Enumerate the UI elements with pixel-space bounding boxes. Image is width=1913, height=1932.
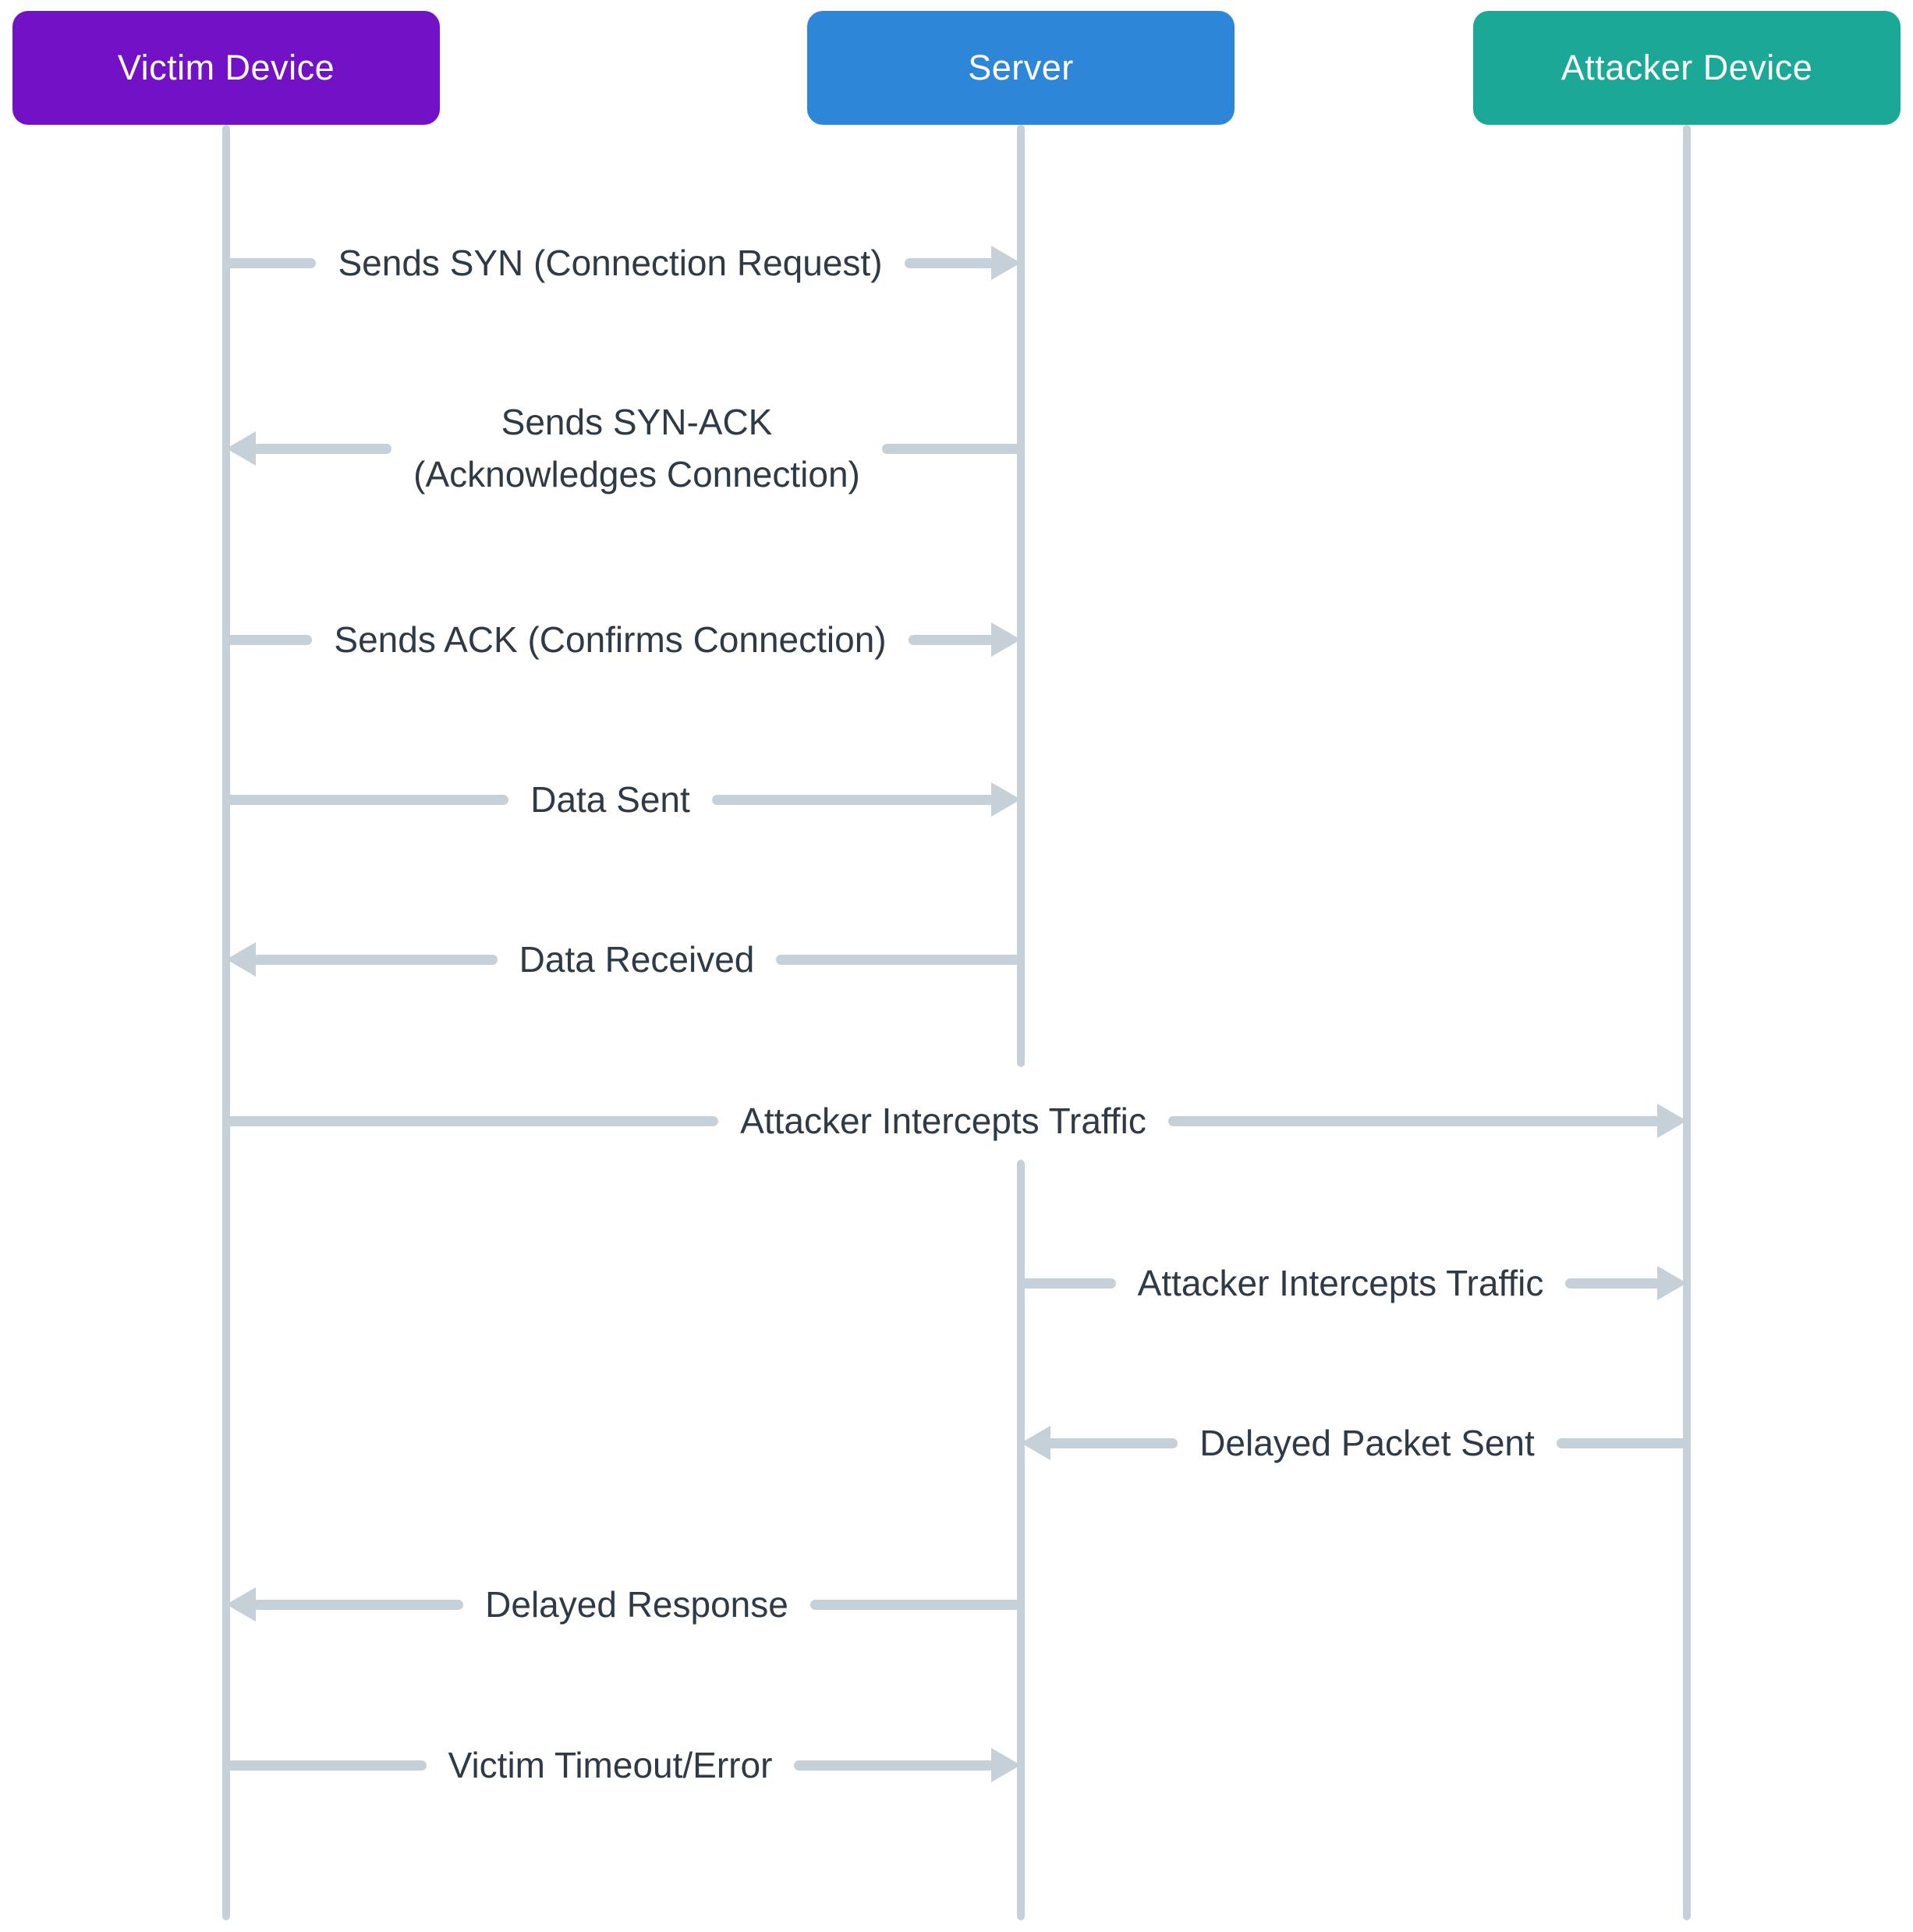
message-intercept-victim: Attacker Intercepts Traffic	[226, 1090, 1688, 1152]
arrowhead-right-icon	[1657, 1104, 1688, 1138]
message-label: Delayed Packet Sent	[1199, 1422, 1535, 1463]
message-label: Sends SYN-ACK (Acknowledges Connection)	[413, 396, 860, 500]
message-timeout-error: Victim Timeout/Error	[226, 1734, 1022, 1796]
actor-label: Victim Device	[117, 48, 335, 87]
message-intercept-server: Attacker Intercepts Traffic	[1021, 1252, 1688, 1314]
message-data-sent: Data Sent	[226, 768, 1022, 831]
arrowhead-right-icon	[1657, 1266, 1688, 1300]
message-syn: Sends SYN (Connection Request)	[226, 232, 1022, 294]
lifeline-server-upper	[1017, 125, 1025, 1067]
message-syn-ack: Sends SYN-ACK (Acknowledges Connection)	[226, 394, 1022, 503]
message-line	[809, 1599, 1021, 1610]
message-line	[226, 794, 509, 805]
arrowhead-right-icon	[991, 782, 1022, 817]
message-label: Sends SYN (Connection Request)	[338, 242, 883, 283]
message-line	[794, 1760, 995, 1771]
message-label: Delayed Response	[485, 1583, 788, 1625]
message-line	[226, 1760, 427, 1771]
message-line	[776, 954, 1021, 965]
message-data-received: Data Received	[226, 928, 1021, 991]
arrowhead-left-icon	[226, 431, 256, 466]
message-line	[711, 794, 995, 805]
lifeline-victim	[222, 125, 230, 1920]
message-line	[226, 1115, 719, 1126]
actor-label: Server	[968, 48, 1074, 87]
message-line	[908, 634, 995, 645]
actor-server: Server	[807, 11, 1235, 125]
message-label: Sends ACK (Confirms Connection)	[334, 619, 887, 660]
arrowhead-right-icon	[991, 1748, 1022, 1782]
actor-label: Attacker Device	[1561, 48, 1813, 87]
message-label-line1: Sends SYN-ACK	[501, 402, 773, 443]
actor-victim-device: Victim Device	[12, 11, 440, 125]
message-delayed-response: Delayed Response	[226, 1573, 1021, 1636]
message-label: Data Received	[519, 938, 755, 980]
message-line	[1167, 1115, 1661, 1126]
message-line	[904, 257, 995, 268]
message-line	[1565, 1278, 1661, 1289]
message-line	[1047, 1437, 1178, 1448]
message-label: Attacker Intercepts Traffic	[740, 1100, 1146, 1141]
arrowhead-left-icon	[226, 942, 256, 977]
message-line	[253, 443, 392, 454]
arrowhead-left-icon	[226, 1587, 256, 1622]
message-delayed-packet: Delayed Packet Sent	[1021, 1412, 1687, 1474]
message-label: Attacker Intercepts Traffic	[1137, 1262, 1544, 1303]
message-line	[1556, 1437, 1687, 1448]
arrowhead-right-icon	[991, 246, 1022, 280]
message-line	[253, 954, 498, 965]
message-line	[1021, 1278, 1116, 1289]
message-line	[253, 1599, 464, 1610]
message-line	[881, 443, 1022, 454]
lifeline-server-lower	[1017, 1160, 1025, 1920]
message-ack: Sends ACK (Confirms Connection)	[226, 608, 1022, 671]
arrowhead-right-icon	[991, 622, 1022, 657]
message-label: Victim Timeout/Error	[448, 1744, 773, 1785]
message-line	[226, 634, 313, 645]
lifeline-attacker	[1683, 125, 1691, 1920]
arrowhead-left-icon	[1021, 1426, 1050, 1460]
message-line	[226, 257, 317, 268]
actor-attacker-device: Attacker Device	[1473, 11, 1901, 125]
message-label: Data Sent	[530, 778, 690, 820]
message-label-line2: (Acknowledges Connection)	[413, 454, 860, 495]
